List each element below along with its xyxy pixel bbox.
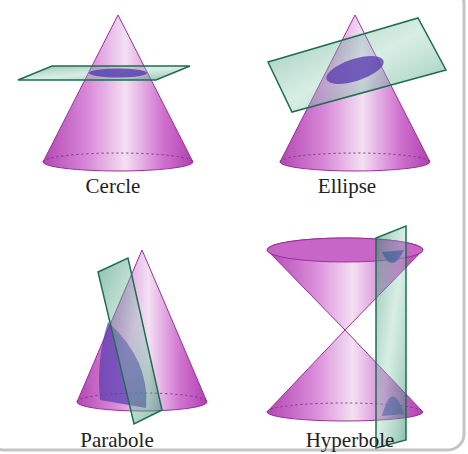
- figure-caption: Parabole: [80, 428, 153, 453]
- figure-caption: Hyperbole: [306, 428, 395, 453]
- figure-caption: Cercle: [86, 174, 141, 199]
- parabola-cone: [77, 250, 207, 424]
- ellipse-cone: [268, 15, 446, 171]
- figure-caption: Ellipse: [318, 174, 376, 199]
- circle-cone: [18, 15, 193, 171]
- hyperbola-double-cone: [267, 226, 423, 448]
